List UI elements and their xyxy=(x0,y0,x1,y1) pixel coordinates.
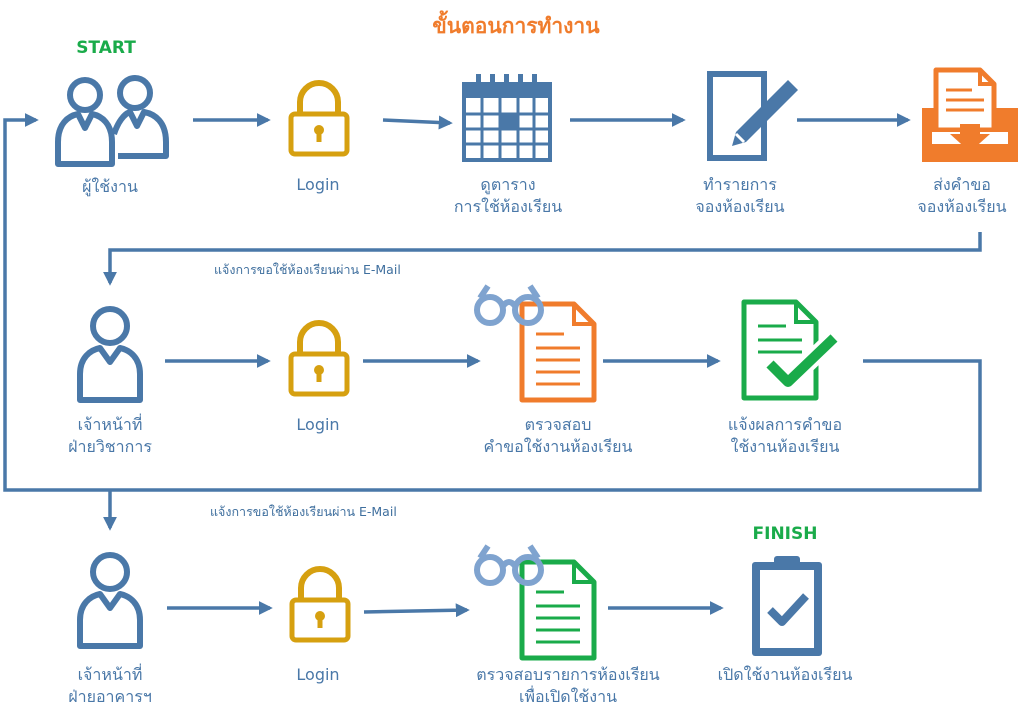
connectors xyxy=(3,113,982,618)
user-icon xyxy=(77,552,143,649)
step-send-request-label: ส่งคำขอ จองห้องเรียน xyxy=(917,175,1007,216)
arrow-login-to-calendar xyxy=(382,115,453,130)
document-check-icon xyxy=(741,299,841,401)
edit-document-icon xyxy=(707,71,798,161)
step-check-request-label: ตรวจสอบ คำขอใช้งานห้องเรียน xyxy=(483,415,633,456)
users-icon xyxy=(55,75,169,167)
lock-icon xyxy=(288,320,350,397)
arrow-send-to-officer-academic xyxy=(103,232,982,286)
arrow-notify-loop-to-user xyxy=(3,113,982,492)
step-make-booking-label: ทำรายการ จองห้องเรียน xyxy=(695,175,785,216)
start-label: START xyxy=(76,38,136,58)
step-login-label-1: Login xyxy=(296,175,340,194)
notify-email-label-2: แจ้งการขอใช้ห้องเรียนผ่าน E-Mail xyxy=(210,504,397,519)
document-icon xyxy=(519,301,597,403)
step-check-list-label: ตรวจสอบรายการห้องเรียน เพื่อเปิดใช้งาน xyxy=(476,665,660,706)
clipboard-check-icon xyxy=(752,556,822,656)
step-user-label: ผู้ใช้งาน xyxy=(82,177,138,196)
page-title: ขั้นตอนการทำงาน xyxy=(432,14,600,38)
step-view-schedule-label: ดูตาราง การใช้ห้องเรียน xyxy=(453,175,563,216)
lock-icon xyxy=(288,80,350,157)
step-open-room-label: เปิดใช้งานห้องเรียน xyxy=(717,665,853,684)
glasses-icon xyxy=(474,284,544,326)
calendar-icon xyxy=(462,74,552,162)
finish-label: FINISH xyxy=(752,524,818,544)
step-notify-result-label: แจ้งผลการคำขอ ใช้งานห้องเรียน xyxy=(727,415,843,456)
arrow-login-to-checklist xyxy=(363,603,470,618)
document-icon xyxy=(519,559,597,661)
inbox-download-icon xyxy=(922,67,1018,162)
notify-email-label-1: แจ้งการขอใช้ห้องเรียนผ่าน E-Mail xyxy=(214,262,401,277)
glasses-icon xyxy=(474,544,544,586)
user-icon xyxy=(77,306,143,403)
step-login-label-2: Login xyxy=(296,415,340,434)
step-officer-academic-label: เจ้าหน้าที่ ฝ่ายวิชาการ xyxy=(68,415,152,456)
step-login-label-3: Login xyxy=(296,665,340,684)
step-officer-building-label: เจ้าหน้าที่ ฝ่ายอาคารฯ xyxy=(68,665,152,706)
lock-icon xyxy=(289,566,351,643)
